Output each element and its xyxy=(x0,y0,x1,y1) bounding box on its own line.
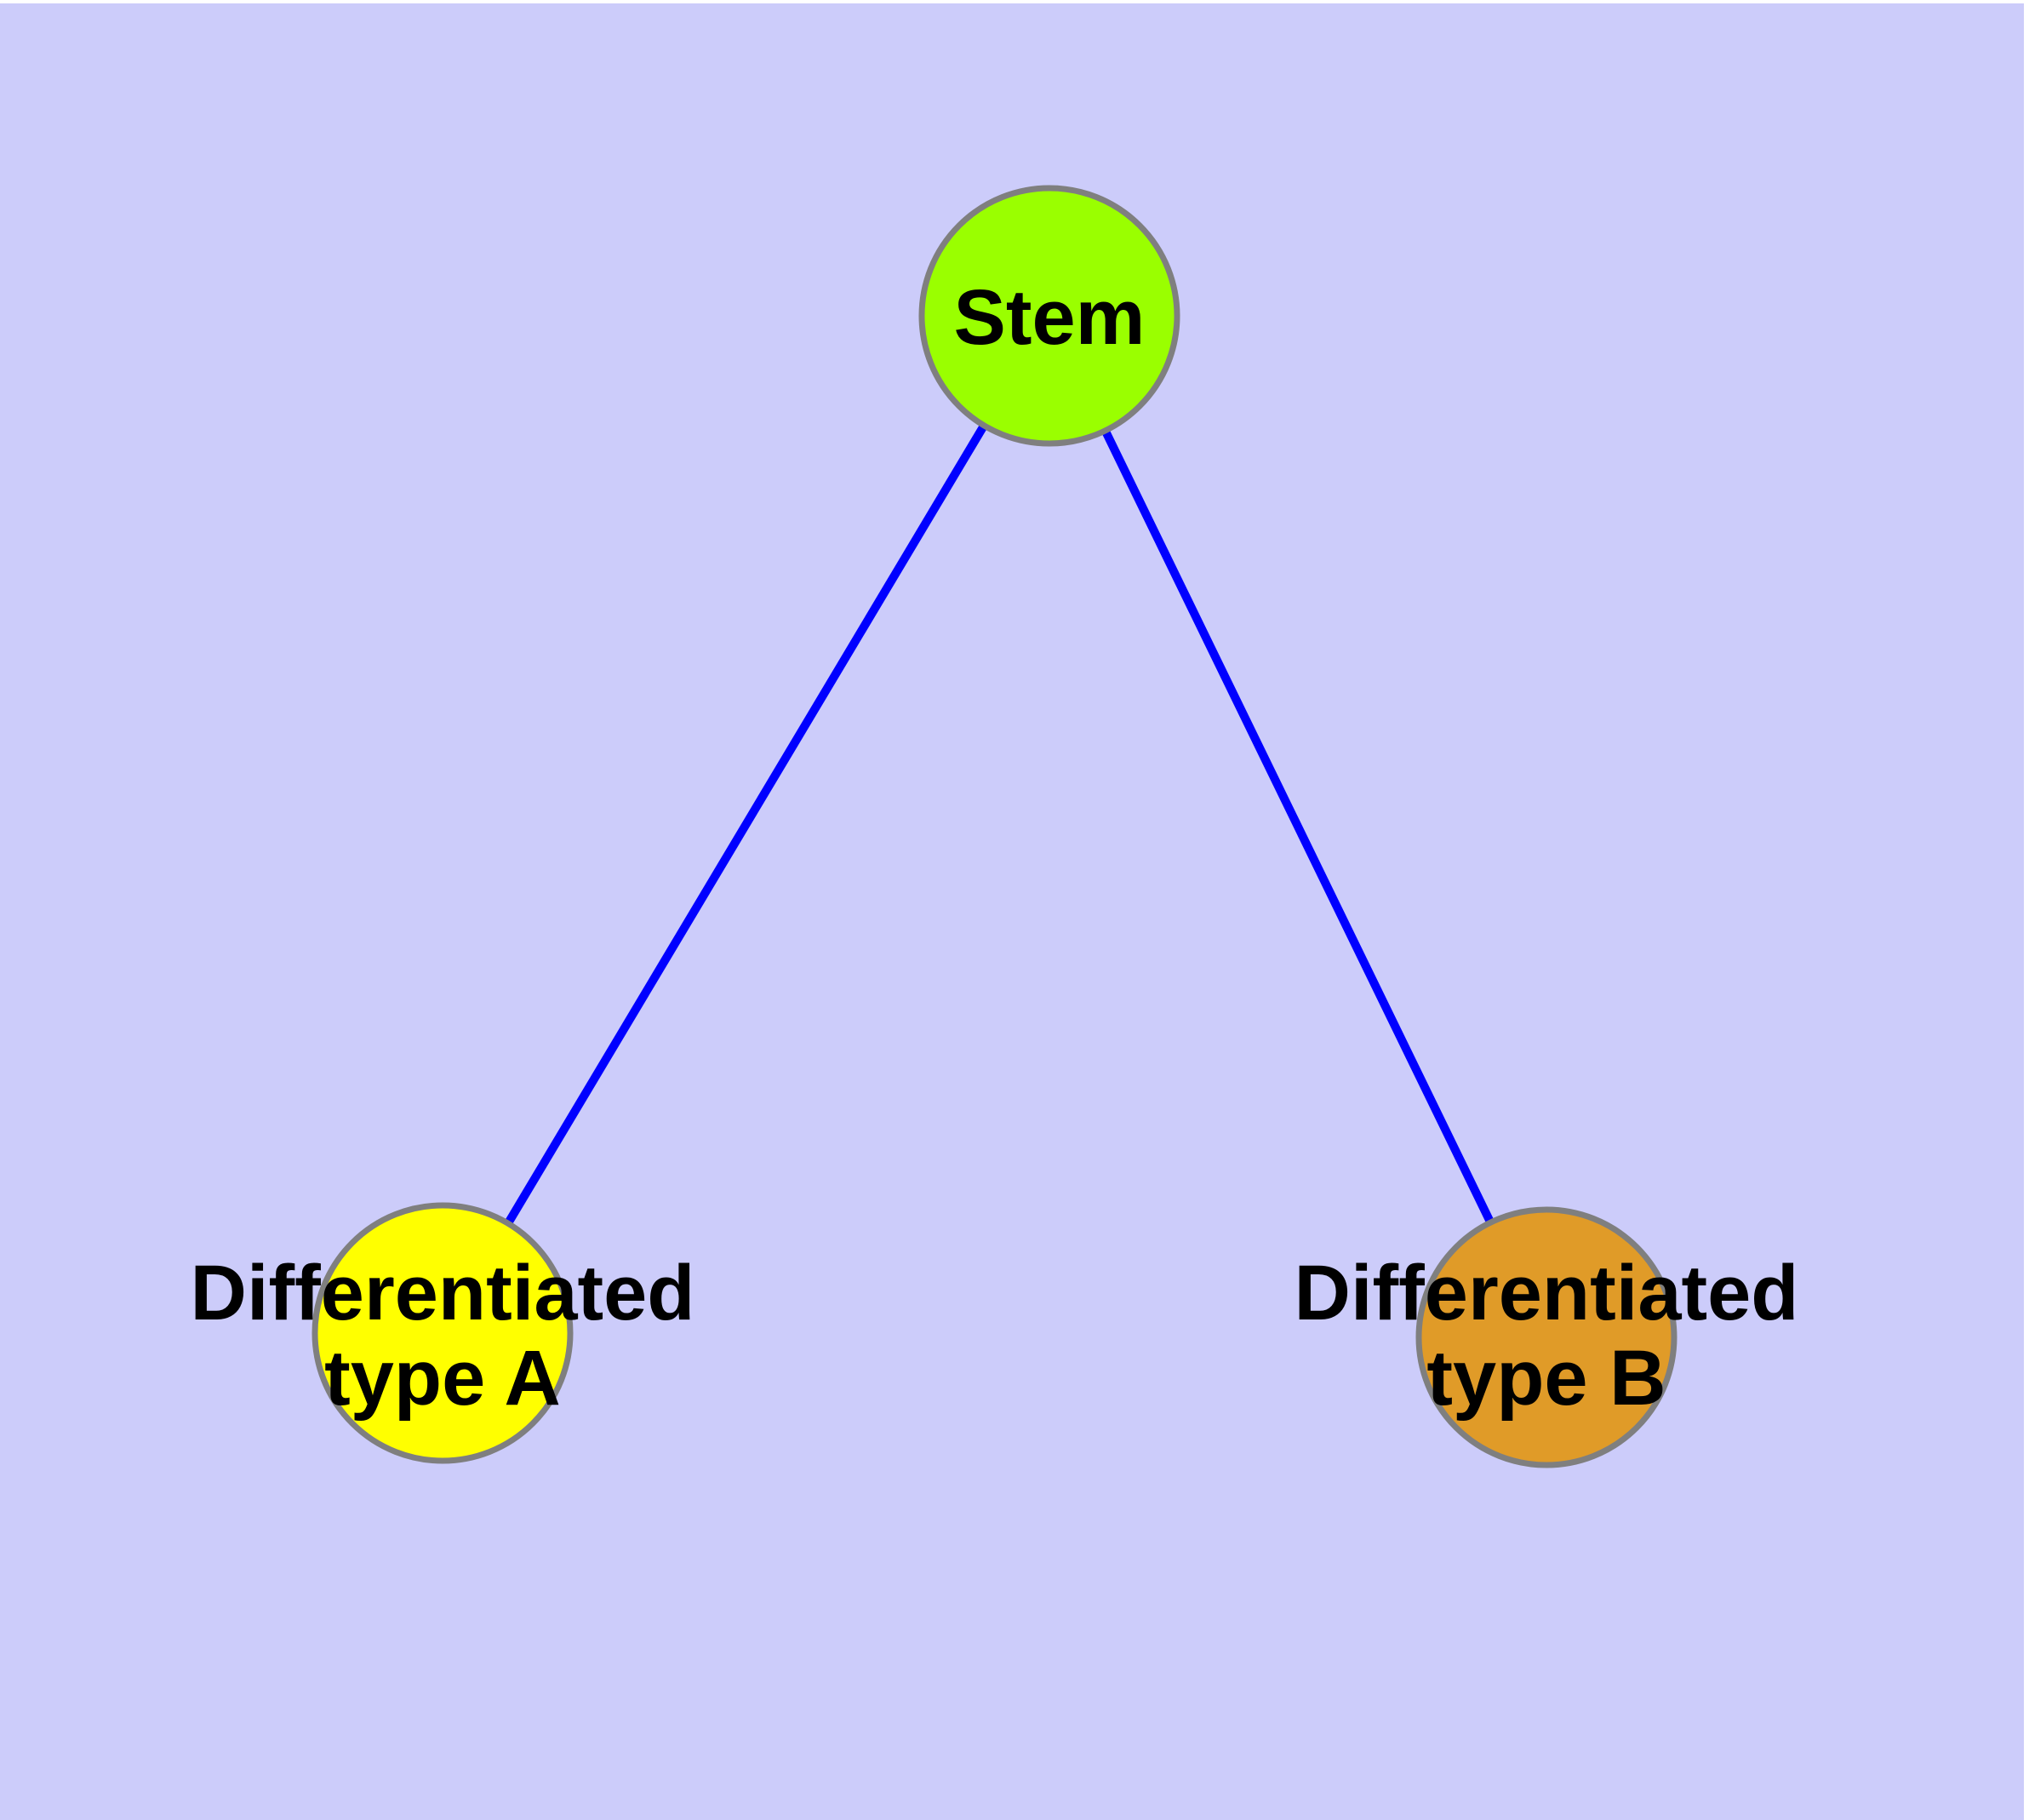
node-differentiated-type-a-label-line-2: type A xyxy=(324,1335,561,1422)
node-differentiated-type-b[interactable]: Differentiated type B xyxy=(1295,1206,1799,1468)
node-differentiated-type-b-circle[interactable] xyxy=(1415,1206,1677,1468)
edge-layer xyxy=(438,313,1551,1340)
node-differentiated-type-b-label-line-1: Differentiated xyxy=(1295,1250,1799,1336)
node-stem[interactable]: Stem xyxy=(918,185,1180,447)
edge-stem-to-differentiated-type-a[interactable] xyxy=(438,313,1054,1336)
edge-stem-to-differentiated-type-b[interactable] xyxy=(1045,313,1551,1340)
node-differentiated-type-a[interactable]: Differentiated type A xyxy=(191,1202,695,1464)
node-differentiated-type-a-circle[interactable] xyxy=(311,1202,574,1464)
node-layer: Stem Differentiated type A Differentiate… xyxy=(191,185,1799,1468)
node-stem-circle[interactable] xyxy=(918,185,1180,447)
node-differentiated-type-a-label-line-1: Differentiated xyxy=(191,1250,695,1336)
node-stem-label-line-1: Stem xyxy=(954,274,1146,361)
node-differentiated-type-b-label-line-2: type B xyxy=(1426,1335,1666,1422)
